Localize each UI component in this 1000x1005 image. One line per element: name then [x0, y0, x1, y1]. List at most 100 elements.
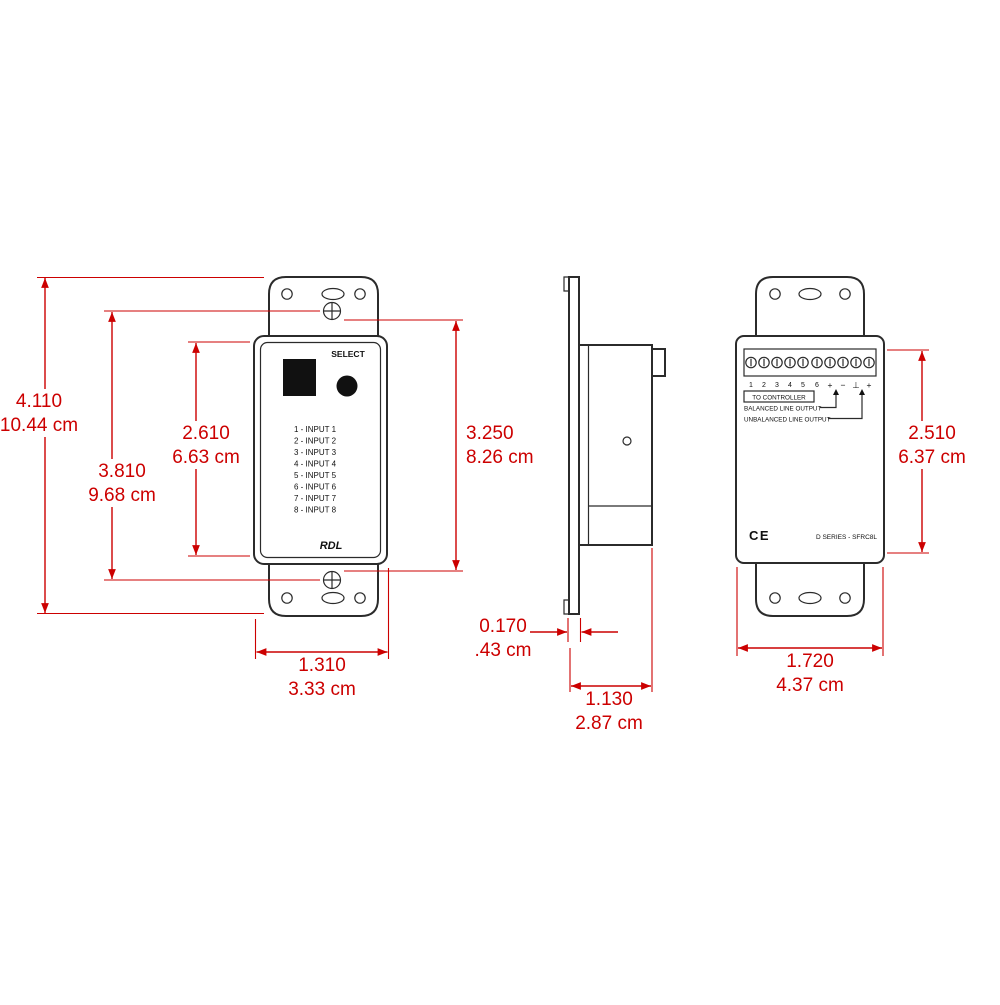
terminal-number: 6: [815, 382, 819, 389]
terminal-symbol: +: [867, 380, 872, 390]
label-background: [84, 459, 160, 507]
dim-cm: .43 cm: [474, 640, 531, 661]
balanced-pointer-line: [820, 394, 837, 409]
terminal-screw: [745, 356, 757, 369]
input-list-item: 2 - INPUT 2: [294, 437, 337, 446]
dim-inches: 1.310: [298, 655, 346, 676]
ear-hole: [354, 592, 366, 604]
dim-inches: 3.810: [98, 461, 146, 482]
dim-overall-height: 4.110 10.44 cm: [0, 276, 264, 615]
terminal-screw: [784, 356, 796, 369]
ear-hole: [281, 592, 293, 604]
dim-inches: 1.720: [786, 651, 834, 672]
dim-cm: 10.44 cm: [0, 415, 78, 436]
input-list-item: 6 - INPUT 6: [294, 483, 337, 492]
to-controller-label: TO CONTROLLER: [752, 395, 806, 402]
dim-cm: 2.87 cm: [575, 713, 643, 734]
ear-hole: [839, 288, 851, 300]
terminal-screw: [771, 356, 783, 369]
input-list-item: 3 - INPUT 3: [294, 448, 337, 457]
dim-cm: 3.33 cm: [288, 679, 356, 700]
dim-front-width: 1.310 3.33 cm: [254, 568, 390, 700]
balanced-output-label: BALANCED LINE OUTPUT: [744, 406, 821, 413]
select-knob: [336, 375, 358, 397]
terminal-number: 5: [801, 382, 805, 389]
terminal-labels: 1 2 3 4 5 6 + − ⊥ +: [749, 380, 871, 390]
dim-inches: 2.510: [908, 423, 956, 444]
model-label: D SERIES - SFRC8L: [816, 534, 877, 541]
input-list-item: 4 - INPUT 4: [294, 460, 337, 469]
dim-rear-height: 2.510 6.37 cm: [887, 349, 972, 554]
terminal-screw: [850, 356, 862, 369]
flange-bottom-curl: [563, 599, 569, 615]
dim-inches: 0.170: [479, 616, 527, 637]
input-list-item: 7 - INPUT 7: [294, 494, 337, 503]
dim-inches: 2.610: [182, 423, 230, 444]
ear-slot: [798, 287, 822, 301]
input-list-item: 8 - INPUT 8: [294, 506, 337, 515]
side-view: [563, 276, 666, 615]
dim-inches: 1.130: [585, 689, 633, 710]
display-window: [283, 359, 316, 396]
terminal-strip: [743, 348, 877, 377]
dim-cm: 4.37 cm: [776, 675, 844, 696]
terminal-symbol: ⊥: [852, 380, 860, 390]
balanced-pointer-arrow: [833, 389, 839, 395]
terminal-screw: [837, 356, 849, 369]
cover-screw: [622, 436, 632, 446]
terminal-block-side: [651, 348, 666, 377]
rear-plate: [735, 335, 885, 564]
terminal-screw: [758, 356, 770, 369]
terminal-number: 4: [788, 382, 792, 389]
dim-flange-thickness: 0.170 .43 cm: [474, 616, 618, 661]
ear-hole: [839, 592, 851, 604]
flange-top-curl: [563, 276, 569, 292]
terminal-symbol: −: [841, 380, 846, 390]
dim-cm: 6.37 cm: [898, 447, 966, 468]
ear-slot: [321, 287, 345, 301]
rear-view: 1 2 3 4 5 6 + − ⊥ + TO CONTROLLER BALANC…: [735, 276, 885, 617]
to-controller-box: [743, 390, 815, 403]
front-view: SELECT 1 - INPUT 1 2 - INPUT 2 3 - INPUT…: [253, 276, 388, 617]
ce-mark: CE: [749, 528, 770, 543]
dim-plate-height: 3.250 8.26 cm: [344, 319, 534, 572]
ear-slot: [798, 591, 822, 605]
terminal-number: 2: [762, 382, 766, 389]
front-plate-inner-border: [259, 341, 382, 559]
terminal-screws: [745, 356, 875, 369]
terminal-screw: [824, 356, 836, 369]
input-list-item: 1 - INPUT 1: [294, 425, 337, 434]
rear-mounting-ear-top: [755, 276, 865, 337]
rear-mounting-ear-bottom: [755, 562, 865, 617]
mounting-screw-bottom: [322, 570, 342, 590]
ear-slot: [321, 591, 345, 605]
dim-cm: 9.68 cm: [88, 485, 156, 506]
dim-depth: 1.130 2.87 cm: [569, 548, 653, 734]
input-list-item: 5 - INPUT 5: [294, 471, 337, 480]
dim-rear-width: 1.720 4.37 cm: [736, 567, 884, 696]
label-background: [168, 421, 244, 469]
terminal-screw: [863, 356, 875, 369]
terminal-number: 3: [775, 382, 779, 389]
ear-hole: [769, 288, 781, 300]
unbalanced-pointer-line: [828, 394, 863, 420]
dimensions: 4.110 10.44 cm 3.810 9.68 cm 2.610 6.63 …: [0, 276, 972, 734]
dim-inches: 4.110: [16, 391, 62, 412]
input-list: 1 - INPUT 1 2 - INPUT 2 3 - INPUT 3 4 - …: [294, 425, 337, 515]
ear-hole: [281, 288, 293, 300]
terminal-screw: [811, 356, 823, 369]
terminal-number: 1: [749, 382, 753, 389]
dim-cm: 6.63 cm: [172, 447, 240, 468]
side-flange: [568, 276, 580, 615]
label-background: [1, 389, 77, 437]
label-background: [894, 421, 972, 469]
unbalanced-pointer-arrow: [859, 389, 865, 395]
dim-inches: 3.250: [466, 423, 514, 444]
front-mounting-ear-top: [268, 276, 379, 337]
mounting-screw-top: [322, 301, 342, 321]
ear-hole: [769, 592, 781, 604]
select-label: SELECT: [331, 349, 365, 359]
dim-cm: 8.26 cm: [466, 447, 534, 468]
dim-opening-height: 2.610 6.63 cm: [168, 341, 250, 557]
